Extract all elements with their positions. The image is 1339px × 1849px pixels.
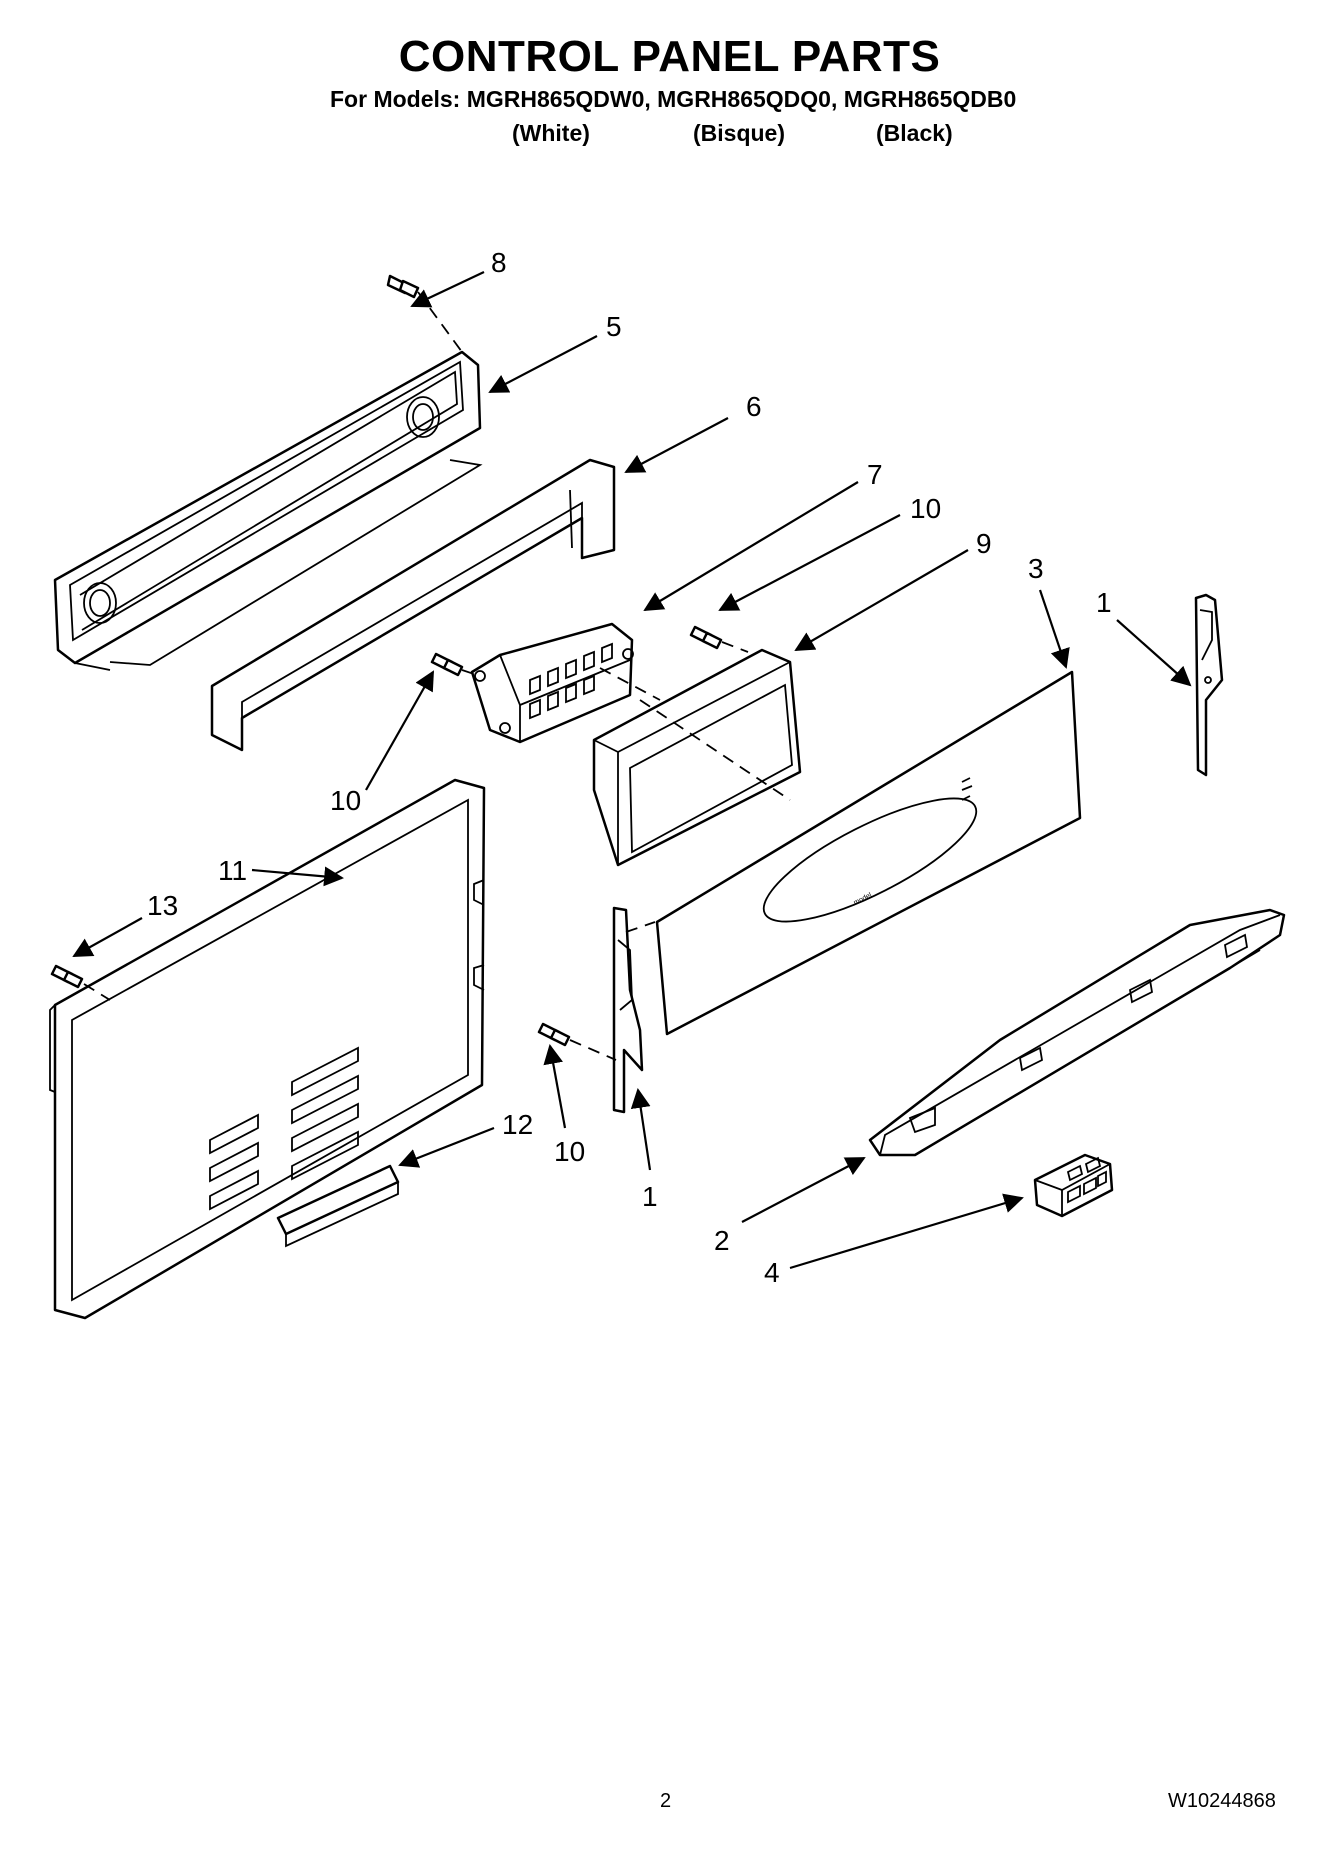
part-1-end-cap-left bbox=[612, 906, 656, 1114]
part-7-control-board bbox=[470, 622, 634, 744]
part-4-switch-block bbox=[1033, 1153, 1114, 1218]
leader-lines bbox=[72, 271, 1192, 1270]
callout-10-top: 10 bbox=[910, 493, 941, 524]
part-5-rear-bracket bbox=[53, 350, 483, 671]
callout-5: 5 bbox=[606, 311, 622, 342]
callout-2: 2 bbox=[714, 1225, 730, 1256]
variant-bisque: (Bisque) bbox=[693, 120, 785, 146]
part-2-trim-bar bbox=[868, 908, 1286, 1157]
callout-9: 9 bbox=[976, 528, 992, 559]
part-12-insulation-strip bbox=[276, 1164, 400, 1248]
variant-white: (White) bbox=[512, 120, 590, 146]
variant-black: (Black) bbox=[876, 120, 953, 146]
part-1-end-cap-right bbox=[1194, 593, 1224, 777]
callout-8: 8 bbox=[491, 247, 507, 278]
callout-3: 3 bbox=[1028, 553, 1044, 584]
callout-1-right: 1 bbox=[1096, 587, 1112, 618]
part-6-channel bbox=[210, 458, 616, 752]
document-number: W10244868 bbox=[1168, 1790, 1276, 1812]
part-3-console-glass: model bbox=[655, 670, 1082, 1036]
callout-6: 6 bbox=[746, 391, 762, 422]
callout-10-bottom: 10 bbox=[554, 1136, 585, 1167]
callout-4: 4 bbox=[764, 1257, 780, 1288]
callout-13: 13 bbox=[147, 890, 178, 921]
callout-10-left: 10 bbox=[330, 785, 361, 816]
callout-1-left: 1 bbox=[642, 1181, 658, 1212]
callout-12: 12 bbox=[502, 1109, 533, 1140]
callout-7: 7 bbox=[867, 459, 883, 490]
callout-11: 11 bbox=[218, 855, 247, 886]
part-10-screw-a bbox=[430, 652, 481, 677]
page-number: 2 bbox=[660, 1790, 672, 1812]
part-9-display-bracket bbox=[592, 648, 802, 867]
part-10-screw-c bbox=[537, 1022, 617, 1061]
page-title: CONTROL PANEL PARTS bbox=[398, 32, 941, 81]
part-13-screw bbox=[50, 964, 111, 1001]
part-10-screw-b bbox=[689, 625, 749, 653]
part-11-rear-cover bbox=[49, 778, 486, 1320]
models-line: For Models: MGRH865QDW0, MGRH865QDQ0, MG… bbox=[330, 86, 1017, 112]
